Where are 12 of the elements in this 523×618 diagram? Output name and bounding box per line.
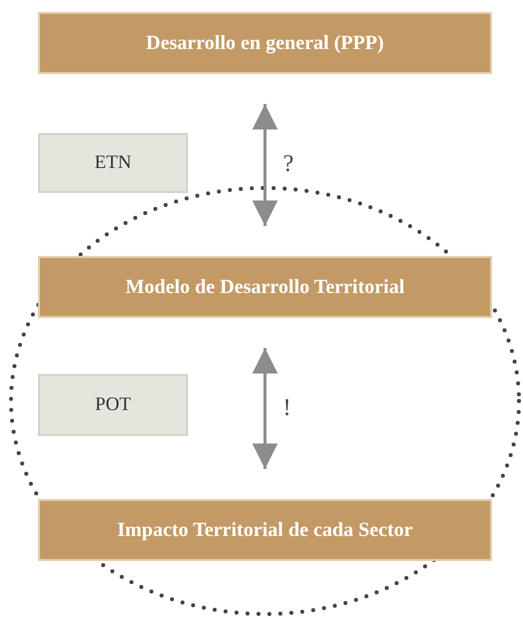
label-box	[38, 374, 188, 436]
box-text: Desarrollo en general (PPP)	[146, 32, 384, 54]
box-text: Modelo de Desarrollo Territorial	[125, 276, 405, 298]
box-text: ETN	[94, 152, 132, 174]
box-text: POT	[95, 394, 131, 416]
label-box	[38, 133, 188, 193]
double-arrow	[252, 348, 278, 469]
box-text: Impacto Territorial de cada Sector	[117, 518, 413, 542]
heading-bar	[38, 499, 492, 561]
double-arrow	[252, 104, 278, 226]
heading-bar	[38, 12, 492, 74]
heading-bar	[38, 256, 492, 318]
